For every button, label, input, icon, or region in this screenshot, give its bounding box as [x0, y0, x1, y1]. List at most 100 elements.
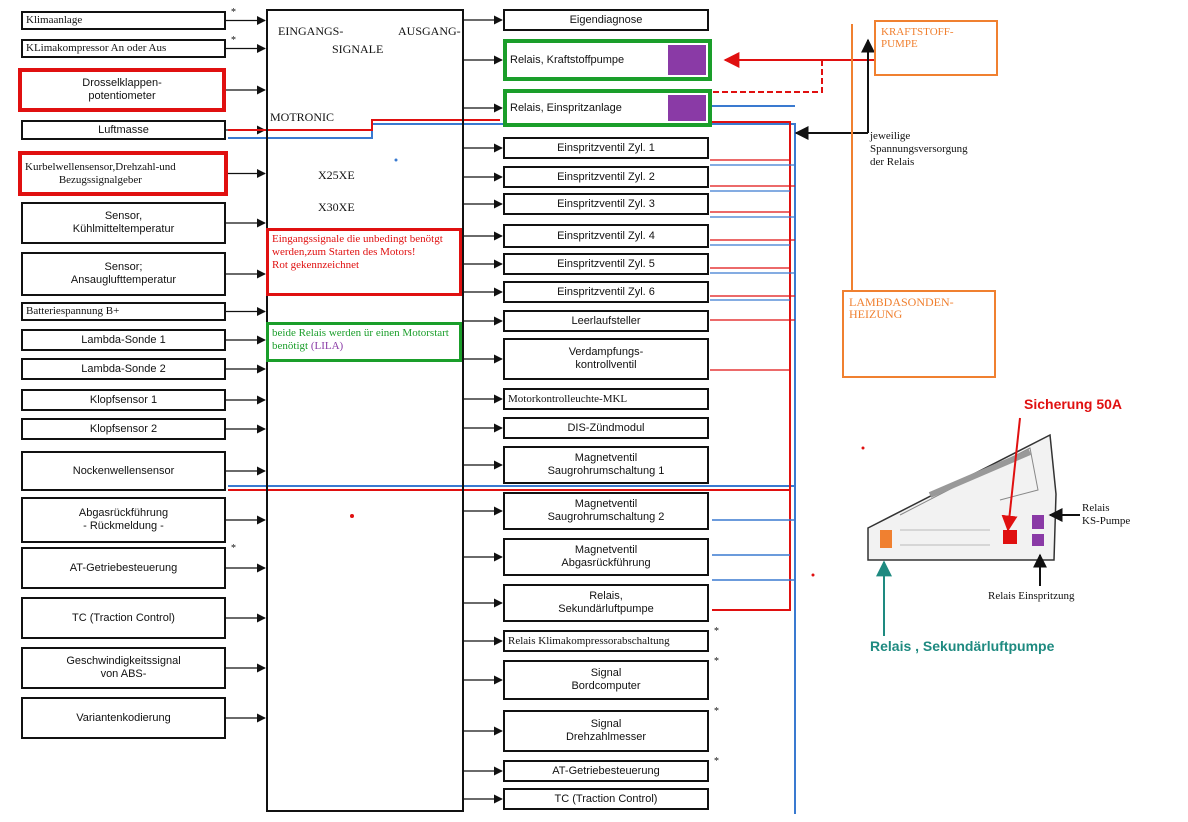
output-signal-10: Leerlaufsteller [503, 310, 709, 332]
input-signal-8: Batteriespannung B+ [21, 302, 226, 321]
output-label: Einspritzventil Zyl. 2 [557, 170, 655, 183]
input-label: Variantenkodierung [76, 711, 171, 724]
note-red-text: Eingangssignale die unbedingt benötgt we… [272, 233, 443, 271]
star-marker: * [714, 756, 719, 767]
motronic-unit [266, 9, 464, 812]
input-signal-10: Lambda-Sonde 2 [21, 358, 226, 380]
input-signal-3: Drosselklappen- potentiometer [18, 68, 226, 112]
output-label: Relais, Einspritzanlage [510, 101, 622, 114]
output-label: Einspritzventil Zyl. 6 [557, 285, 655, 298]
note-relays-required: beide Relais werden ür einen Motorstart … [266, 322, 462, 362]
input-signal-7: Sensor; Ansauglufttemperatur [21, 252, 226, 296]
header-signale: SIGNALE [332, 42, 384, 56]
output-signal-11: Verdampfungs- kontrollventil [503, 338, 709, 380]
output-label: DIS-Zündmodul [567, 421, 645, 434]
output-label: Einspritzventil Zyl. 1 [557, 141, 655, 154]
relais-sekundaerluftpumpe-label: Relais , Sekundärluftpumpe [870, 638, 1055, 654]
input-signal-13: Nockenwellensensor [21, 451, 226, 491]
header-eingangs: EINGANGS- [278, 24, 344, 38]
relais-einspritzung-label: Relais Einspritzung [988, 590, 1075, 602]
output-label: Signal Bordcomputer [571, 667, 641, 692]
output-signal-21: AT-Getriebesteuerung [503, 760, 709, 782]
input-label: Sensor; Ansauglufttemperatur [70, 261, 177, 286]
output-label: Relais Klimakompressorabschaltung [508, 634, 670, 647]
star-marker: * [714, 706, 719, 717]
star-marker: * [714, 656, 719, 667]
input-label: Klopfsensor 1 [89, 393, 158, 406]
input-label: Lambda-Sonde 1 [81, 333, 166, 346]
input-label: Geschwindigkeitssignal von ABS- [66, 655, 181, 680]
output-label: Relais, Sekundärluftpumpe [558, 590, 654, 615]
input-signal-16: TC (Traction Control) [21, 597, 226, 639]
note-required-inputs: Eingangssignale die unbedingt benötgt we… [266, 228, 462, 296]
output-label: Magnetventil Saugrohrumschaltung 2 [547, 498, 665, 523]
header-ausgang: AUSGANG- [398, 24, 461, 38]
output-signal-2: Relais, Kraftstoffpumpe [503, 39, 712, 81]
output-label: Verdampfungs- kontrollventil [568, 346, 644, 371]
input-signal-17: Geschwindigkeitssignal von ABS- [21, 647, 226, 689]
input-label: Sensor, Kühlmitteltemperatur [72, 210, 175, 235]
output-signal-20: Signal Drehzahlmesser [503, 710, 709, 752]
input-label: Batteriespannung B+ [26, 305, 120, 317]
output-signal-16: Magnetventil Abgasrückführung [503, 538, 709, 576]
note-green-text: beide Relais werden ür einen Motorstart … [272, 327, 449, 352]
unit-name: MOTRONIC [270, 110, 335, 124]
output-label: Einspritzventil Zyl. 5 [557, 257, 655, 270]
spannungsversorgung-label: jeweilige Spannungsversorgung der Relais [870, 130, 968, 168]
input-signal-11: Klopfsensor 1 [21, 389, 226, 411]
input-signal-18: Variantenkodierung [21, 697, 226, 739]
output-signal-13: DIS-Zündmodul [503, 417, 709, 439]
star-marker: * [231, 543, 236, 554]
output-signal-5: Einspritzventil Zyl. 2 [503, 166, 709, 188]
input-label: Lambda-Sonde 2 [81, 362, 166, 375]
output-signal-18: Relais Klimakompressorabschaltung [503, 630, 709, 652]
output-signal-14: Magnetventil Saugrohrumschaltung 1 [503, 446, 709, 484]
output-label: Magnetventil Abgasrückführung [561, 544, 651, 569]
input-signal-2: KLimakompressor An oder Aus [21, 39, 226, 58]
output-label: Einspritzventil Zyl. 3 [557, 197, 655, 210]
note-green-lila: (LILA) [310, 340, 344, 352]
engine-code-2: X30XE [318, 200, 355, 214]
kraftstoffpumpe-box: KRAFTSTOFF- PUMPE [874, 20, 998, 76]
output-label: Eigendiagnose [569, 13, 643, 26]
star-marker: * [231, 35, 236, 46]
output-signal-7: Einspritzventil Zyl. 4 [503, 224, 709, 248]
output-label: TC (Traction Control) [554, 792, 658, 805]
output-signal-6: Einspritzventil Zyl. 3 [503, 193, 709, 215]
input-label: TC (Traction Control) [72, 611, 175, 624]
relais-ks-pumpe-label: Relais KS-Pumpe [1082, 502, 1131, 527]
input-label: Drosselklappen- potentiometer [82, 77, 162, 102]
input-signal-14: Abgasrückführung - Rückmeldung - [21, 497, 226, 543]
engine-code-1: X25XE [318, 168, 355, 182]
output-label: Relais, Kraftstoffpumpe [510, 53, 625, 66]
input-label: KLimakompressor An oder Aus [26, 42, 167, 54]
output-signal-1: Eigendiagnose [503, 9, 709, 31]
output-signal-12: Motorkontrolleuchte-MKL [503, 388, 709, 410]
sicherung-label: Sicherung 50A [1024, 396, 1123, 412]
star-marker: * [231, 7, 236, 18]
output-label: Leerlaufsteller [571, 314, 641, 327]
output-signal-3: Relais, Einspritzanlage [503, 89, 712, 127]
output-label: Einspritzventil Zyl. 4 [557, 229, 655, 242]
input-signal-9: Lambda-Sonde 1 [21, 329, 226, 351]
input-label: Nockenwellensensor [72, 464, 175, 477]
output-signal-19: Signal Bordcomputer [503, 660, 709, 700]
output-label: Magnetventil Saugrohrumschaltung 1 [547, 452, 665, 477]
input-signal-12: Klopfsensor 2 [21, 418, 226, 440]
output-signal-15: Magnetventil Saugrohrumschaltung 2 [503, 492, 709, 530]
input-signal-15: AT-Getriebesteuerung [21, 547, 226, 589]
input-signal-1: Klimaanlage [21, 11, 226, 30]
input-signal-4: Luftmasse [21, 120, 226, 140]
input-label: Luftmasse [98, 123, 149, 136]
output-label: Signal Drehzahlmesser [565, 718, 647, 743]
output-signal-8: Einspritzventil Zyl. 5 [503, 253, 709, 275]
lila-relay-marker [668, 95, 706, 121]
lila-relay-marker [668, 45, 706, 75]
output-signal-17: Relais, Sekundärluftpumpe [503, 584, 709, 622]
star-marker: * [714, 626, 719, 637]
output-signal-4: Einspritzventil Zyl. 1 [503, 137, 709, 159]
input-label: Kurbelwellensensor,Drehzahl-und Bezugssi… [25, 160, 176, 186]
input-label: Abgasrückführung - Rückmeldung - [78, 507, 169, 532]
output-label: Motorkontrolleuchte-MKL [508, 392, 628, 405]
